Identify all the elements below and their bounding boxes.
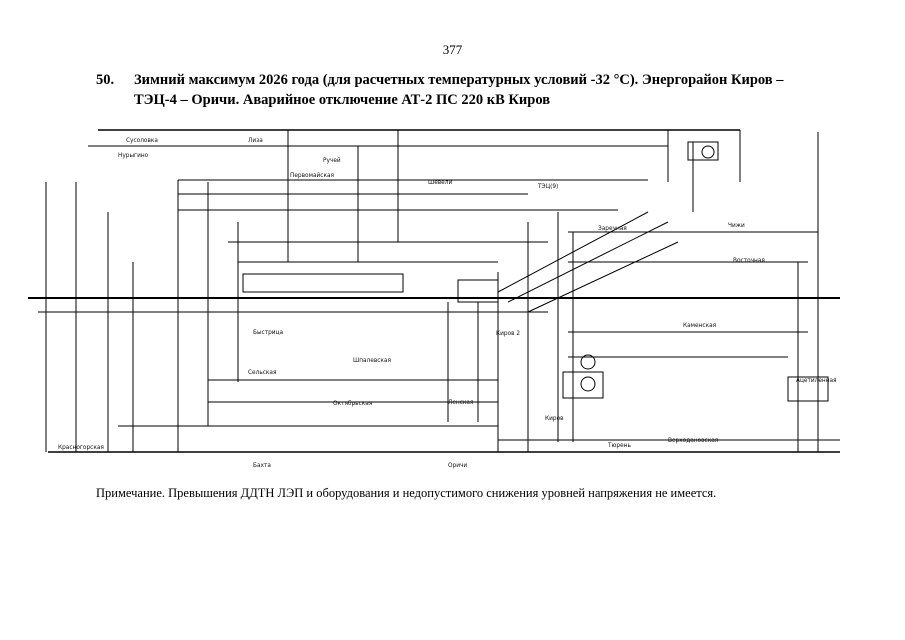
heading-line-2: ТЭЦ-4 – Оричи. Аварийное отключение АТ-2… [134,92,551,108]
transformer-3 [701,145,715,159]
station-label: Киров 2 [496,331,520,337]
bus-lines [28,129,840,453]
station-label: Лиза [248,138,263,144]
diag-3 [527,241,679,313]
station-label: Бахта [253,463,271,469]
substation-box-1 [457,279,499,303]
note: Примечание. Превышения ДДТН ЛЭП и оборуд… [96,486,717,500]
station-label: Шпалевская [353,358,391,364]
station-label: Каменская [683,323,716,329]
station-label: Восточная [733,258,765,264]
substation-box-4 [787,376,829,402]
station-label: Сельская [248,370,276,376]
station-label: Нурыгино [118,153,149,159]
station-label: Шевели [428,180,452,186]
station-label: Быстрица [253,330,284,336]
station-label: Сусоловка [126,138,158,144]
station-labels: Сусоловка Нурыгино Первомайская Шевели Т… [58,138,837,469]
substation-box-3 [687,141,719,161]
diag-1 [497,211,649,293]
station-label: Верходановская [668,438,718,444]
heading-line-1: Зимний максимум 2026 года (для расчетных… [134,72,784,88]
diag-2 [507,221,669,303]
substation-box-2 [562,371,604,399]
station-label: Ацетиленная [796,378,837,384]
station-label: Красногорская [58,445,104,451]
station-label: Первомайская [290,172,334,179]
station-label: ТЭЦ(9) [537,184,558,190]
network-diagram-svg: Сусоловка Нурыгино Первомайская Шевели Т… [28,129,840,469]
station-label: Киров [545,416,564,422]
station-label: Чижи [728,223,745,229]
transformer-2 [580,376,596,392]
substation-box-5 [242,273,404,293]
transformer-1 [580,354,596,370]
station-label: Заречная [598,226,627,232]
station-label: Ленская [448,400,473,406]
page-number: 377 [442,42,463,57]
heading-number: 50. [96,72,115,88]
station-label: Ручей [323,157,341,164]
network-diagram: Сусоловка Нурыгино Первомайская Шевели Т… [28,122,840,472]
station-label: Оричи [448,463,467,469]
heading: 50. Зимний максимум 2026 года (для расчет… [96,70,846,110]
station-label: Октябрьская [333,401,372,407]
station-label: Тюрень [607,443,631,449]
